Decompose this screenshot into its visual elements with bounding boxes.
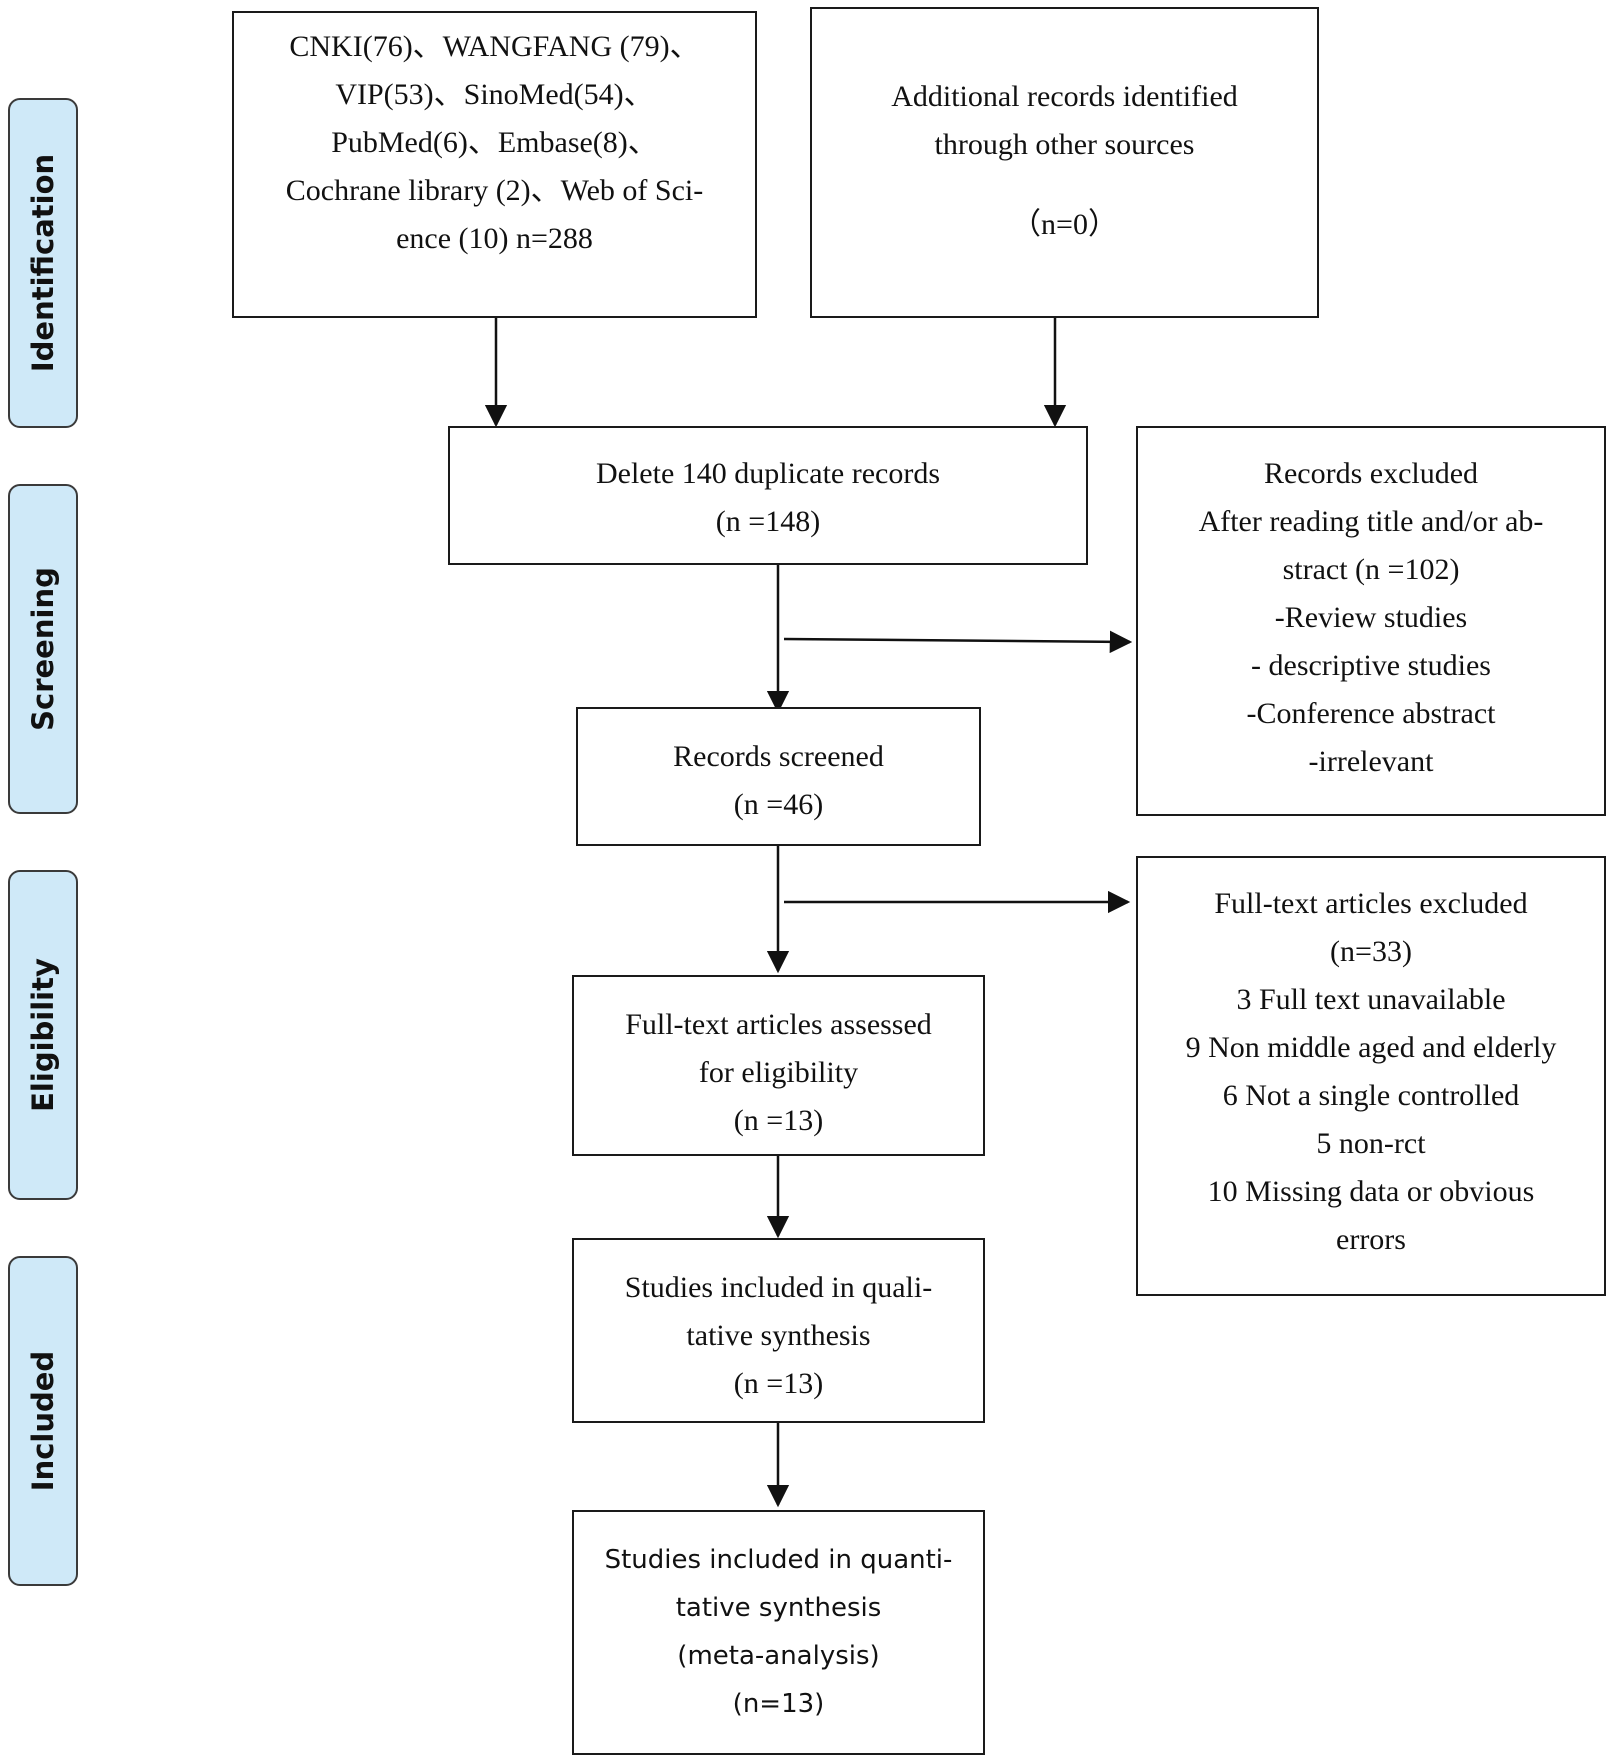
- box-line: (n =148): [715, 505, 821, 538]
- box-line: errors: [1336, 1223, 1406, 1256]
- box-line: stract (n =102): [1282, 553, 1460, 586]
- box-line: - descriptive studies: [1251, 649, 1491, 682]
- qualitative-synthesis-box: Studies included in quali- tative synthe…: [572, 1238, 985, 1423]
- box-line: through other sources: [934, 128, 1195, 161]
- stage-label: Screening: [26, 567, 60, 731]
- stage-label: Identification: [26, 153, 60, 373]
- box-line: 10 Missing data or obvious: [1207, 1175, 1535, 1208]
- box-line: PubMed(6)、Embase(8)、: [331, 126, 658, 159]
- box-line: Cochrane library (2)、Web of Sci-: [285, 174, 704, 207]
- other-sources-box: Additional records identified through ot…: [810, 7, 1319, 318]
- box-line: (n =46): [733, 788, 824, 821]
- box-line: 3 Full text unavailable: [1236, 983, 1506, 1016]
- box-line: for eligibility: [698, 1056, 859, 1089]
- box-line: Additional records identified: [891, 80, 1238, 113]
- stage-eligibility: Eligibility: [8, 870, 78, 1200]
- databases-box: CNKI(76)、WANGFANG (79)、 VIP(53)、SinoMed(…: [232, 11, 757, 318]
- box-line: [812, 169, 1317, 201]
- box-line: (n=33): [1330, 935, 1412, 968]
- box-line: -Conference abstract: [1246, 697, 1496, 730]
- box-line: (n =13): [733, 1367, 824, 1400]
- stage-label: Eligibility: [26, 958, 60, 1112]
- box-line: CNKI(76)、WANGFANG (79)、: [289, 30, 700, 63]
- box-line: tative synthesis: [686, 1319, 871, 1352]
- box-line: Records excluded: [1263, 457, 1479, 490]
- arrow-to-records-excluded: [783, 630, 1133, 654]
- box-line: Studies included in quanti-: [604, 1545, 953, 1575]
- box-line: Records screened: [673, 740, 884, 773]
- stage-identification: Identification: [8, 98, 78, 428]
- box-line: (meta-analysis): [677, 1641, 880, 1671]
- stage-screening: Screening: [8, 484, 78, 814]
- stage-included: Included: [8, 1256, 78, 1586]
- box-line: tative synthesis: [675, 1593, 882, 1623]
- box-line: Delete 140 duplicate records: [595, 457, 941, 490]
- box-line: (n =13): [733, 1104, 824, 1137]
- box-line: 5 non-rct: [1316, 1127, 1426, 1160]
- box-line: Full-text articles excluded: [1214, 887, 1528, 920]
- box-line: 9 Non middle aged and elderly: [1185, 1031, 1557, 1064]
- box-line: （n=0）: [1011, 208, 1118, 241]
- box-line: 6 Not a single controlled: [1222, 1079, 1520, 1112]
- stage-label: Included: [26, 1350, 60, 1492]
- box-line: Studies included in quali-: [624, 1271, 933, 1304]
- box-line: -Review studies: [1274, 601, 1468, 634]
- box-line: -irrelevant: [1308, 745, 1434, 778]
- duplicates-box: Delete 140 duplicate records (n =148): [448, 426, 1088, 565]
- quantitative-synthesis-box: Studies included in quanti- tative synth…: [572, 1510, 985, 1755]
- fulltext-excluded-box: Full-text articles excluded (n=33) 3 Ful…: [1136, 856, 1606, 1296]
- fulltext-assessed-box: Full-text articles assessed for eligibil…: [572, 975, 985, 1156]
- box-line: VIP(53)、SinoMed(54)、: [335, 78, 654, 111]
- box-line: After reading title and/or ab-: [1198, 505, 1544, 538]
- box-line: (n=13): [732, 1689, 825, 1719]
- box-line: ence (10) n=288: [396, 222, 593, 255]
- records-excluded-box: Records excluded After reading title and…: [1136, 426, 1606, 816]
- box-line: Full-text articles assessed: [625, 1008, 932, 1041]
- records-screened-box: Records screened (n =46): [576, 707, 981, 846]
